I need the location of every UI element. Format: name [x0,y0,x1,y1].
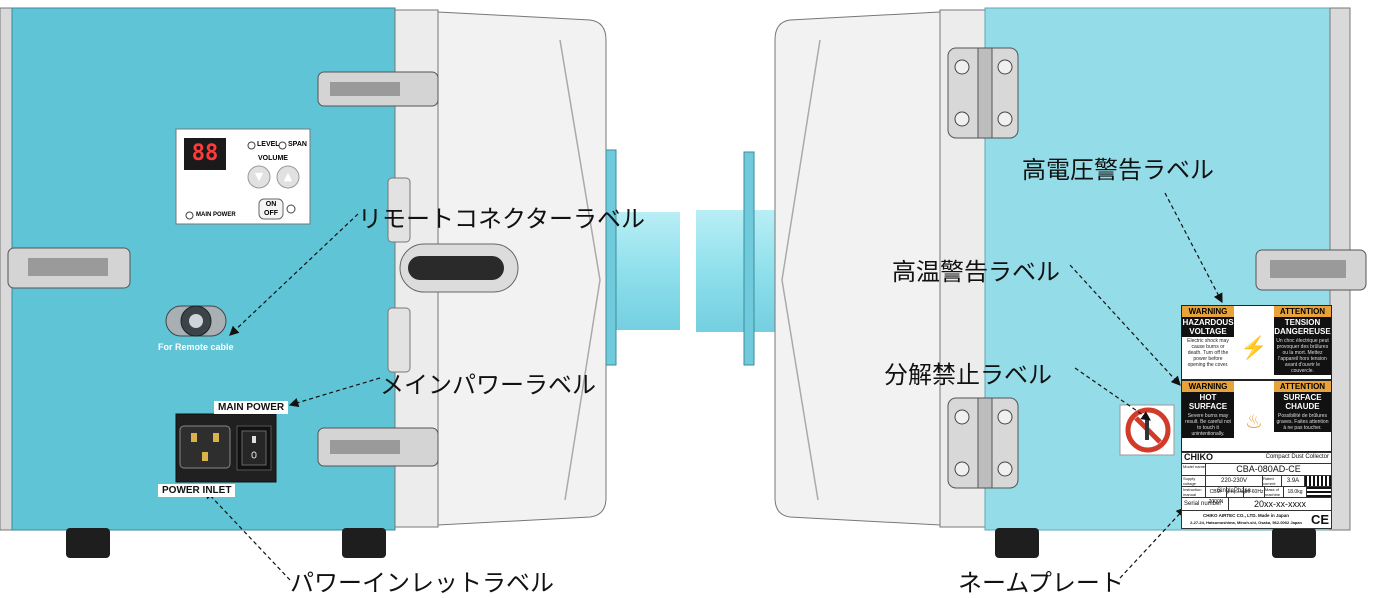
latch [7,247,131,289]
warning-body: Electric shock may cause burns or death.… [1182,337,1234,369]
warning-title: HAZARDOUS VOLTAGE [1182,317,1234,337]
callout-arrows [204,192,1223,581]
volume-up-button[interactable]: ▲ [283,170,293,183]
power-inlet [175,413,277,483]
attention-head: ATTENTION [1274,306,1331,317]
manual-label: Instruction manual [1182,487,1206,497]
left-duct [606,212,680,330]
warning-head: WARNING [1182,381,1234,392]
hinge [947,47,1019,139]
maker-text: CHIKO AIRTEC CO., LTD. Made in Japan [1202,513,1289,518]
off-label: OFF [264,210,278,217]
callout-power-inlet: パワーインレットラベル [290,569,554,597]
no-disassembly-sticker [1119,404,1175,456]
remote-connector [165,305,227,337]
volume-down-button[interactable]: ▼ [254,170,264,183]
foot [66,528,110,558]
model-label: Model name [1182,464,1206,475]
power-inlet-label: POWER INLET [158,484,236,497]
on-label: ON [265,201,277,208]
serial-label: Serial number [1182,498,1229,510]
callout-main-power: メインパワーラベル [380,371,596,399]
control-panel [175,128,311,225]
address-text: 2-27-24, Hatsumoshima, Minoh-shi, Osaka,… [1190,520,1302,525]
seven-seg-display: 88 [191,141,219,166]
left-unit [0,7,680,558]
foot [995,528,1039,558]
attention-head: ATTENTION [1274,381,1331,392]
nameplate-product: Compact Dust Collector [1265,454,1329,460]
on-off-button[interactable]: ON OFF [259,199,283,220]
hazardous-voltage-label: WARNING HAZARDOUS VOLTAGE Electric shock… [1181,305,1332,380]
foot [1272,528,1316,558]
hot-surface-icon: ♨ [1234,393,1274,451]
nameplate-brand: CHIKO [1184,452,1213,462]
callout-no-disassembly: 分解禁止ラベル [884,361,1052,389]
attention-body: Un choc électrique peut provoquer des br… [1274,337,1331,375]
mass-value: 18.0kg [1284,487,1307,497]
led-span-label: SPAN [288,141,307,148]
hot-surface-label: WARNING HOT SURFACE Severe burns may res… [1181,380,1332,452]
current-value: 3.9A [1282,476,1305,486]
current-label: Rated current [1263,476,1282,486]
callout-nameplate: ネームプレート [958,569,1124,597]
warning-head: WARNING [1182,306,1234,317]
latch [317,427,439,467]
supply-label: Supply voltage [1182,476,1206,486]
callout-high-voltage: 高電圧警告ラベル [1022,156,1214,184]
qr-code-icon [1305,476,1331,486]
callout-high-temp: 高温警告ラベル [892,258,1060,286]
callout-remote-connector: リモートコネクターラベル [358,205,646,233]
supply-value: 220-230V SinglePhase [1206,476,1263,494]
ce-mark: CE [1310,512,1329,527]
warning-title: HOT SURFACE [1182,392,1234,412]
manual-value: CBM-2000N [1206,487,1227,505]
mass-label: Mass of machine [1265,487,1284,497]
attention-title: TENSION DANGEREUSE [1274,317,1331,337]
model-value: CBA-080AD-CE [1236,464,1301,474]
for-remote-cable-label: For Remote cable [158,342,234,352]
attention-title: SURFACE CHAUDE [1274,392,1331,412]
volume-label: VOLUME [258,155,288,162]
latch [1255,249,1367,291]
electric-shock-icon: ⚡ [1234,318,1274,378]
led-level-label: LEVEL [257,141,280,148]
frequency-label: Frequency [1227,487,1246,497]
latch [317,71,439,107]
right-unit [696,7,1367,558]
hinge [947,397,1019,489]
serial-value: 20xx-xx-xxxx [1253,499,1306,509]
panel-main-power-label: MAIN POWER [196,212,236,218]
main-power-label: MAIN POWER [214,401,289,414]
warning-body: Severe burns may result. Be careful not … [1182,412,1234,438]
frequency-value: 50-60Hz [1244,487,1265,497]
attention-body: Possibilité de brûlures graves. Faites a… [1274,412,1331,432]
foot [342,528,386,558]
nameplate: CHIKO Compact Dust Collector Model name … [1181,452,1332,529]
